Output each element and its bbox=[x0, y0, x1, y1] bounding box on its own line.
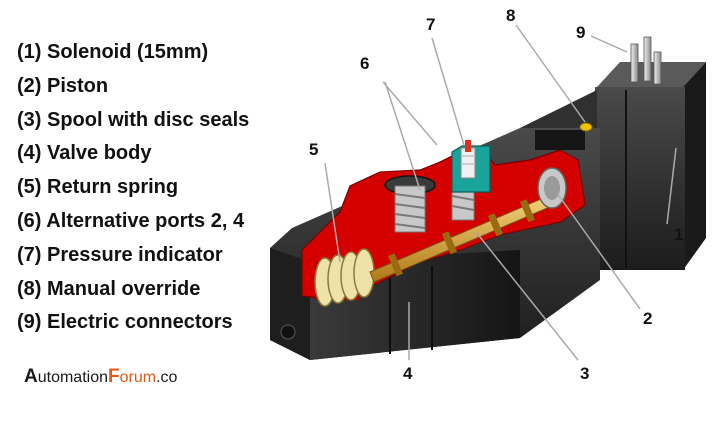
brand-logo: AutomationForum.co bbox=[24, 366, 178, 387]
parts-legend: (1) Solenoid (15mm) (2) Piston (3) Spool… bbox=[17, 36, 249, 340]
legend-item-electric-connectors: (9) Electric connectors bbox=[17, 311, 233, 334]
electric-connectors bbox=[630, 36, 662, 85]
callout-number-3: 3 bbox=[580, 364, 589, 383]
legend-item-return-spring: (5) Return spring bbox=[17, 176, 179, 199]
callout-number-9: 9 bbox=[576, 23, 585, 42]
callout-number-6: 6 bbox=[360, 54, 369, 73]
legend-item-spool: (3) Spool with disc seals bbox=[17, 108, 250, 131]
manual-override bbox=[535, 122, 593, 150]
callout-number-5: 5 bbox=[309, 140, 318, 159]
callout-number-4: 4 bbox=[403, 364, 413, 383]
leader-lines bbox=[324, 24, 677, 361]
return-spring bbox=[314, 248, 375, 307]
legend-item-piston: (2) Piston bbox=[17, 74, 109, 97]
callout-number-8: 8 bbox=[506, 6, 515, 25]
legend-item-manual-override: (8) Manual override bbox=[17, 277, 201, 300]
pressure-indicator bbox=[451, 140, 491, 193]
legend-item-valve-body: (4) Valve body bbox=[17, 142, 152, 165]
legend-item-ports: (6) Alternative ports 2, 4 bbox=[17, 209, 245, 232]
callout-number-2: 2 bbox=[643, 309, 652, 328]
legend-item-solenoid: (1) Solenoid (15mm) bbox=[17, 41, 209, 63]
callout-number-1: 1 bbox=[674, 225, 683, 244]
legend-item-pressure-indicator: (7) Pressure indicator bbox=[17, 243, 223, 266]
callout-number-7: 7 bbox=[426, 15, 435, 34]
piston bbox=[537, 167, 567, 209]
